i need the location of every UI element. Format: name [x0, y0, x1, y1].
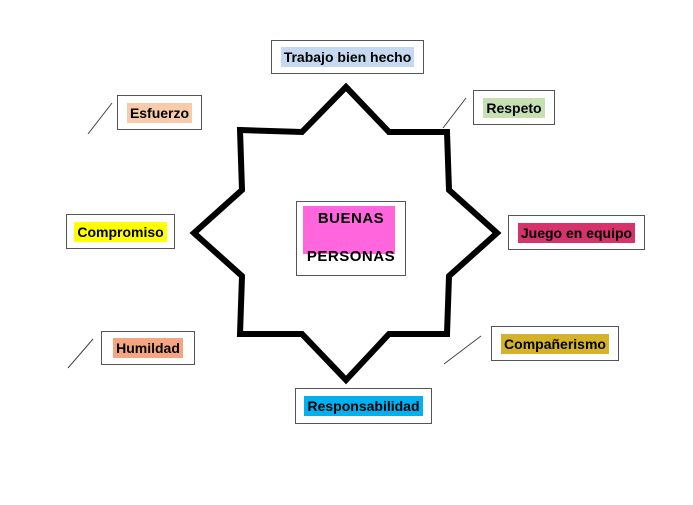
- center-title-line1: BUENAS: [317, 210, 385, 227]
- label-companerismo-text: Compañerismo: [501, 333, 609, 354]
- label-humildad: Humildad: [101, 331, 195, 365]
- center-highlight: [303, 206, 395, 254]
- connector-respeto: [442, 97, 467, 129]
- connector-esfuerzo: [87, 102, 113, 135]
- label-respeto-text: Respeto: [483, 97, 545, 118]
- label-compromiso: Compromiso: [66, 214, 175, 249]
- label-esfuerzo-text: Esfuerzo: [126, 102, 193, 123]
- label-esfuerzo: Esfuerzo: [117, 95, 202, 130]
- label-juego-text: Juego en equipo: [517, 222, 636, 243]
- label-respeto: Respeto: [473, 90, 555, 125]
- label-responsabilidad-text: Responsabilidad: [304, 396, 423, 416]
- label-trabajo-bien-hecho: Trabajo bien hecho: [271, 40, 424, 74]
- label-trabajo-text: Trabajo bien hecho: [280, 47, 415, 67]
- label-responsabilidad: Responsabilidad: [295, 388, 432, 424]
- label-compromiso-text: Compromiso: [74, 221, 167, 242]
- label-companerismo: Compañerismo: [491, 326, 619, 361]
- label-humildad-text: Humildad: [113, 338, 183, 358]
- center-box: BUENAS PERSONAS: [296, 201, 406, 276]
- connector-humildad: [67, 338, 94, 369]
- star-outline: [189, 82, 502, 385]
- label-juego-en-equipo: Juego en equipo: [508, 215, 645, 250]
- connector-companerismo: [443, 335, 482, 365]
- center-title-line2: PERSONAS: [306, 248, 396, 265]
